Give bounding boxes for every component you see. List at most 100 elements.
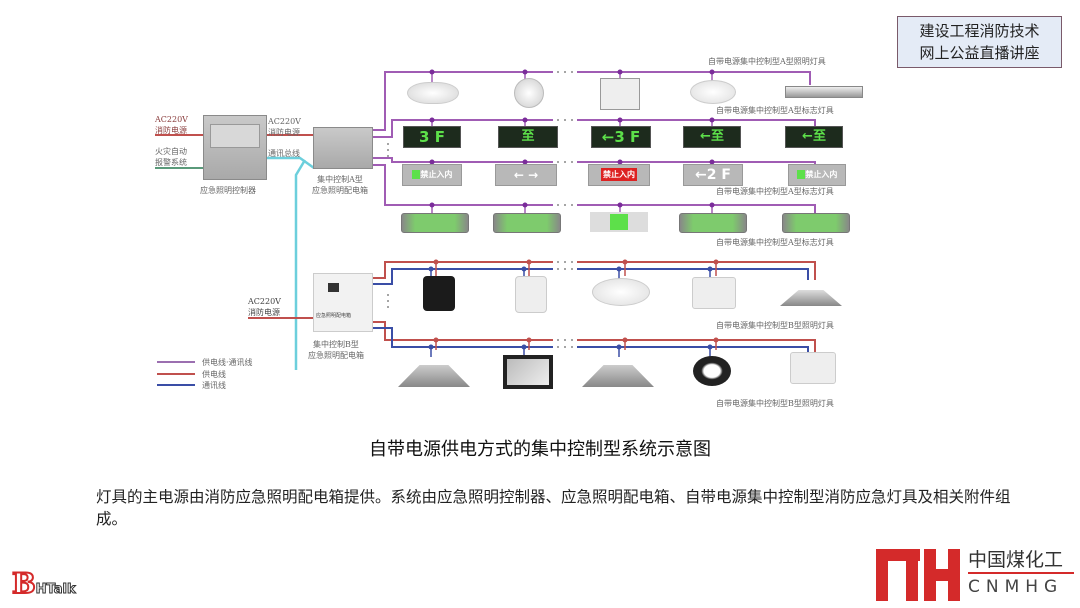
- bhtalk-logo: BHTalk: [11, 566, 76, 601]
- row1-label: 自带电源集中控制型A型照明灯具: [708, 57, 826, 66]
- b-type-lines: [370, 261, 816, 352]
- comm-bus-vertical: [294, 159, 307, 370]
- junction-dot: [709, 159, 715, 165]
- junction-dot: [617, 202, 623, 208]
- junction-dot: [429, 202, 435, 208]
- junction-dot: [713, 259, 719, 265]
- lecture-title-line1: 建设工程消防技术: [919, 22, 1040, 40]
- row2-label: 自带电源集中控制型A型标志灯具: [716, 106, 834, 115]
- twin-head-emergency-lamp: [600, 78, 640, 110]
- recessed-spot-lamp: [693, 356, 731, 386]
- black-spot-lamp: [423, 276, 455, 311]
- junction-dot: [709, 117, 715, 123]
- cnmhg-logo-divider: [968, 572, 1074, 574]
- ellipsis-gaps: [553, 68, 577, 351]
- row3-label: 自带电源集中控制型A型标志灯具: [716, 187, 834, 196]
- junction-dot: [522, 69, 528, 75]
- lecture-title-box: 建设工程消防技术 网上公益直播讲座: [897, 16, 1062, 68]
- comm-bus-label: 通讯总线: [268, 149, 300, 158]
- ellipsis-dots: [387, 71, 573, 348]
- box-a-label: 集中控制A型应急照明配电箱: [312, 175, 368, 195]
- junction-dot: [428, 266, 434, 272]
- controller-label: 应急照明控制器: [200, 186, 256, 195]
- sign-exit: ⾄: [498, 126, 558, 148]
- distribution-box-a: [313, 127, 373, 169]
- sign-no-entry-2: 禁止入内: [788, 164, 846, 186]
- round-lamp: [514, 78, 544, 108]
- junction-dot: [429, 159, 435, 165]
- comm-bus-line: [265, 156, 315, 170]
- description-paragraph: 灯具的主电源由消防应急照明配电箱提供。系统由应急照明控制器、应急照明配电箱、自带…: [96, 488, 1011, 528]
- v-sign-2: [493, 213, 561, 233]
- junction-dot: [522, 117, 528, 123]
- diagram-caption: 自带电源供电方式的集中控制型系统示意图: [369, 439, 711, 460]
- row6-comm-line: [370, 327, 809, 352]
- sign-no-entry: 禁止入内: [402, 164, 462, 186]
- row5-label: 自带电源集中控制型B型照明灯具: [716, 321, 834, 330]
- v-sign-1: [401, 213, 469, 233]
- sign-left-2f: ←2 F: [683, 164, 743, 186]
- row6-power-line: [370, 321, 816, 352]
- row1-line: [371, 71, 811, 131]
- tube-lamp: [785, 86, 863, 98]
- junction-dot: [622, 337, 628, 343]
- junction-dot: [521, 344, 527, 350]
- junction-dot: [709, 202, 715, 208]
- row6-label: 自带电源集中控制型B型照明灯具: [716, 399, 834, 408]
- junction-dot: [521, 266, 527, 272]
- controller-alarm-label: 火灾自动报警系统: [155, 147, 187, 167]
- box-b-display: [328, 283, 339, 292]
- high-bay-lamp-3: [582, 365, 654, 387]
- sign-exit-no-entry: 禁止入内: [588, 164, 650, 186]
- round-ceiling-lamp: [592, 278, 650, 306]
- junction-dot: [707, 266, 713, 272]
- junction-dot: [526, 259, 532, 265]
- junction-dot: [616, 266, 622, 272]
- junction-dot: [526, 337, 532, 343]
- sign-3f: 3 F: [403, 126, 461, 148]
- junction-dot: [713, 337, 719, 343]
- junction-dot: [622, 259, 628, 265]
- distribution-box-b: 应急照明配电箱: [313, 273, 373, 332]
- flood-lamp: [503, 355, 553, 389]
- cnmhg-logo-mark: [876, 549, 960, 601]
- flat-exit-sign: [590, 212, 648, 232]
- junction-dot: [429, 69, 435, 75]
- box-b-panel-text: 应急照明配电箱: [316, 313, 352, 319]
- sign-bidirectional: ← →: [495, 164, 557, 186]
- row5-comm-line: [370, 268, 809, 285]
- junction-dot: [522, 159, 528, 165]
- row2-line: [371, 119, 816, 138]
- junction-dot: [617, 69, 623, 75]
- cylinder-lamp: [692, 277, 736, 309]
- lecture-title-line2: 网上公益直播讲座: [919, 44, 1040, 62]
- junction-dot: [707, 344, 713, 350]
- junction-dot: [428, 344, 434, 350]
- junction-dot: [433, 337, 439, 343]
- junction-dot: [709, 69, 715, 75]
- junction-dot: [617, 117, 623, 123]
- high-bay-lamp: [780, 290, 842, 306]
- legend-label-comm: 通讯线: [202, 381, 226, 390]
- emergency-lighting-controller: [203, 115, 267, 180]
- high-bay-lamp-2: [398, 365, 470, 387]
- row4-line: [371, 164, 816, 213]
- junction-dot: [429, 117, 435, 123]
- legend-label-power-comm: 供电线·通讯线: [202, 358, 253, 367]
- white-spot-lamp: [515, 276, 547, 313]
- ceiling-lamp: [690, 80, 736, 104]
- row5-power-line: [370, 261, 816, 280]
- box-b-label: 集中控制B型应急照明配电箱: [308, 340, 364, 360]
- cnmhg-logo-en: CNMHG: [968, 577, 1064, 597]
- legend-label-power: 供电线: [202, 370, 226, 379]
- cnmhg-logo-cn: 中国煤化工: [968, 549, 1064, 571]
- sign-left-exit-2: ←⾄: [785, 126, 843, 148]
- junction-dot: [617, 159, 623, 165]
- junction-dot: [616, 344, 622, 350]
- v-sign-4: [782, 213, 850, 233]
- row4-label: 自带电源集中控制型A型标志灯具: [716, 238, 834, 247]
- bhtalk-logo-letter: B: [11, 566, 37, 601]
